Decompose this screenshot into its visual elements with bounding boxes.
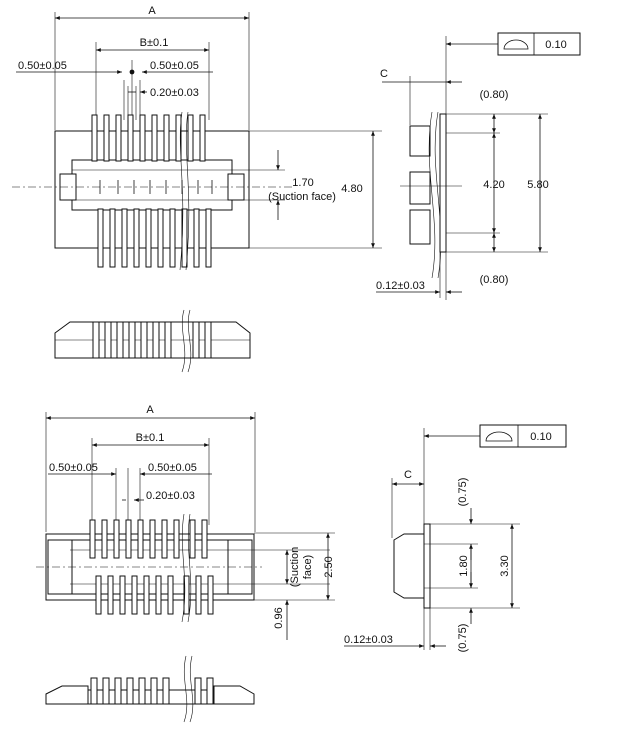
bottom-dim-b: B±0.1	[136, 432, 165, 444]
bottom-side-c: C	[404, 469, 412, 481]
bottom-side-view: 0.10 C (0.75) 1.80 (0.75) 3.30 0.12±0.03	[344, 424, 567, 653]
bottom-flatness-value: 0.10	[530, 431, 551, 443]
top-flatness-value: 0.10	[545, 39, 566, 51]
top-pin-width: 0.20±0.03	[150, 87, 199, 99]
bottom-dim-330: 3.30	[499, 555, 511, 576]
top-front-view	[54, 309, 251, 373]
top-dim-420: 4.20	[483, 179, 504, 191]
bottom-pitch-left: 0.50±0.05	[49, 462, 98, 474]
top-pitch-left: 0.50±0.05	[18, 60, 67, 72]
top-pitch-right: 0.50±0.05	[150, 60, 199, 72]
top-pin-row-lower	[97, 208, 212, 268]
bottom-lead-thickness: 0.12±0.03	[344, 634, 393, 646]
top-side-c: C	[380, 68, 388, 80]
bottom-front-view	[45, 655, 255, 723]
bottom-plan-view: A B±0.1 0.50±0.05 0.50±0.05 0.20±0.03	[36, 404, 335, 640]
bottom-dim-a: A	[146, 404, 154, 416]
bottom-dim-250: 2.50	[323, 556, 335, 577]
top-height-480: 4.80	[341, 183, 362, 195]
top-pin-row-upper	[91, 114, 206, 162]
bottom-pitch-right: 0.50±0.05	[148, 462, 197, 474]
top-ref-top: (0.80)	[480, 89, 509, 101]
bottom-pin-width: 0.20±0.03	[146, 490, 195, 502]
bottom-ref-bottom: (0.75)	[457, 624, 469, 653]
top-dim-a: A	[148, 5, 156, 17]
top-ref-bottom: (0.80)	[480, 274, 509, 286]
top-suction-value: 1.70	[292, 177, 313, 189]
bottom-pin-row-lower	[95, 575, 214, 615]
top-lead-thickness: 0.12±0.03	[376, 280, 425, 292]
top-suction-label: (Suction face)	[268, 191, 336, 203]
top-plan-view: A B±0.1 0.50±0.05 0.50±0.05 0.20±0.03	[12, 5, 382, 271]
top-dim-580: 5.80	[527, 179, 548, 191]
bottom-pin-row-upper	[89, 519, 208, 559]
bottom-dim-180: 1.80	[458, 555, 470, 576]
bottom-suction-label-1: (Suction	[289, 547, 301, 587]
top-side-view: 0.10 C (0.80) 4.20 (0.80) 5.80 0.12±0.03	[376, 32, 581, 300]
bottom-dim-096: 0.96	[273, 607, 285, 628]
bottom-ref-top: (0.75)	[457, 478, 469, 507]
top-dim-b: B±0.1	[140, 37, 169, 49]
bottom-suction-label-2: face)	[302, 555, 314, 579]
